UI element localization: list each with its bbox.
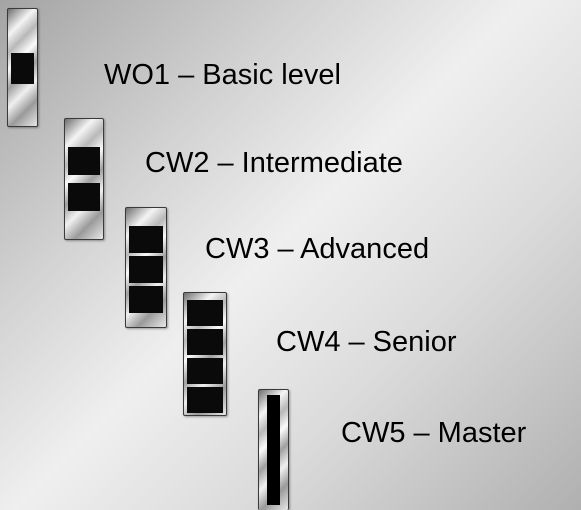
insignia-square	[187, 358, 223, 384]
insignia-square	[129, 226, 163, 253]
insignia-square	[129, 286, 163, 313]
insignia-stripe	[267, 395, 280, 505]
cw2-insignia-icon	[64, 118, 104, 240]
rank-label-cw4: CW4 – Senior	[276, 326, 457, 358]
insignia-square	[11, 53, 34, 84]
insignia-square	[187, 387, 223, 413]
rank-label-cw2: CW2 – Intermediate	[145, 147, 403, 179]
insignia-square	[68, 147, 100, 175]
cw3-insignia-icon	[125, 207, 167, 328]
rank-label-cw3: CW3 – Advanced	[205, 233, 430, 265]
insignia-square	[129, 256, 163, 283]
insignia-square	[68, 183, 100, 211]
rank-label-cw5: CW5 – Master	[341, 417, 527, 449]
insignia-square	[187, 300, 223, 326]
insignia-square	[187, 329, 223, 355]
rank-label-wo1: WO1 – Basic level	[104, 59, 341, 91]
cw4-insignia-icon	[183, 292, 227, 416]
wo1-insignia-icon	[7, 8, 38, 127]
cw5-insignia-icon	[258, 389, 289, 510]
